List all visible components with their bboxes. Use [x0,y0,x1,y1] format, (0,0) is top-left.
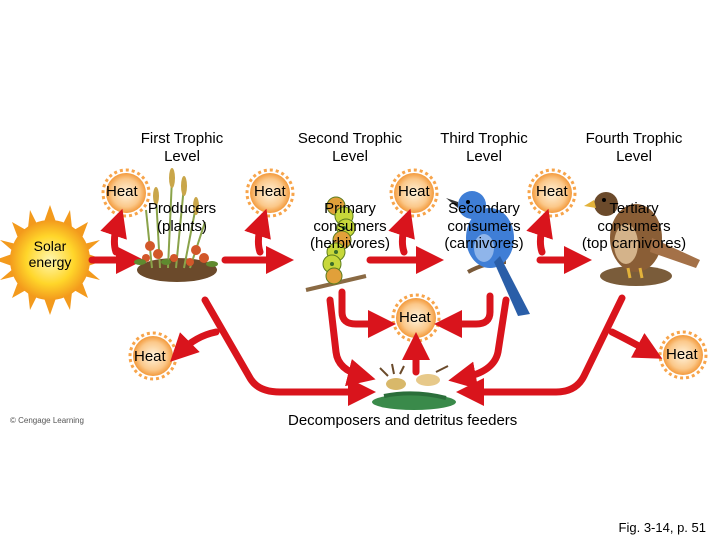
level-role: Secondary consumers (carnivores) [444,200,524,252]
heat-icon [658,330,708,380]
level-role: Producers (plants) [147,200,217,235]
bird-illustration [446,191,530,316]
second-trophic-level-label: Second Trophic Level Primary consumers (… [285,95,415,270]
copyright-notice: © Cengage Learning [10,416,84,425]
heat-icon [245,168,295,218]
heat-icon [101,168,151,218]
heat-label: Heat [536,183,568,200]
heat-label: Heat [254,183,286,200]
level-title: Fourth Trophic Level [585,130,683,165]
heat-label: Heat [134,348,166,365]
level-role: Tertiary consumers (top carnivores) [581,200,687,252]
first-trophic-level-label: First Trophic Level Producers (plants) [117,95,247,253]
sun-icon [0,205,105,315]
heat-label: Heat [666,346,698,363]
hawk-illustration [584,192,700,286]
heat-label: Heat [399,309,431,326]
level-role: Primary consumers (herbivores) [309,200,391,252]
heat-icon [389,168,439,218]
level-title: First Trophic Level [140,130,224,165]
level-title: Second Trophic Level [297,130,403,165]
decomposers-illustration [372,363,456,410]
heat-label: Heat [398,183,430,200]
third-trophic-level-label: Third Trophic Level Secondary consumers … [419,95,549,270]
solar-energy-label: Solar energy [28,238,72,270]
energy-flow-arrows [88,208,663,406]
heat-icon [527,168,577,218]
level-title: Third Trophic Level [440,130,528,165]
caterpillar-illustration [305,196,367,292]
decomposers-label: Decomposers and detritus feeders [288,412,518,429]
figure-reference: Fig. 3-14, p. 51 [618,520,706,535]
producer-plants-illustration [134,168,218,282]
heat-label: Heat [106,183,138,200]
fourth-trophic-level-label: Fourth Trophic Level Tertiary consumers … [564,95,704,270]
